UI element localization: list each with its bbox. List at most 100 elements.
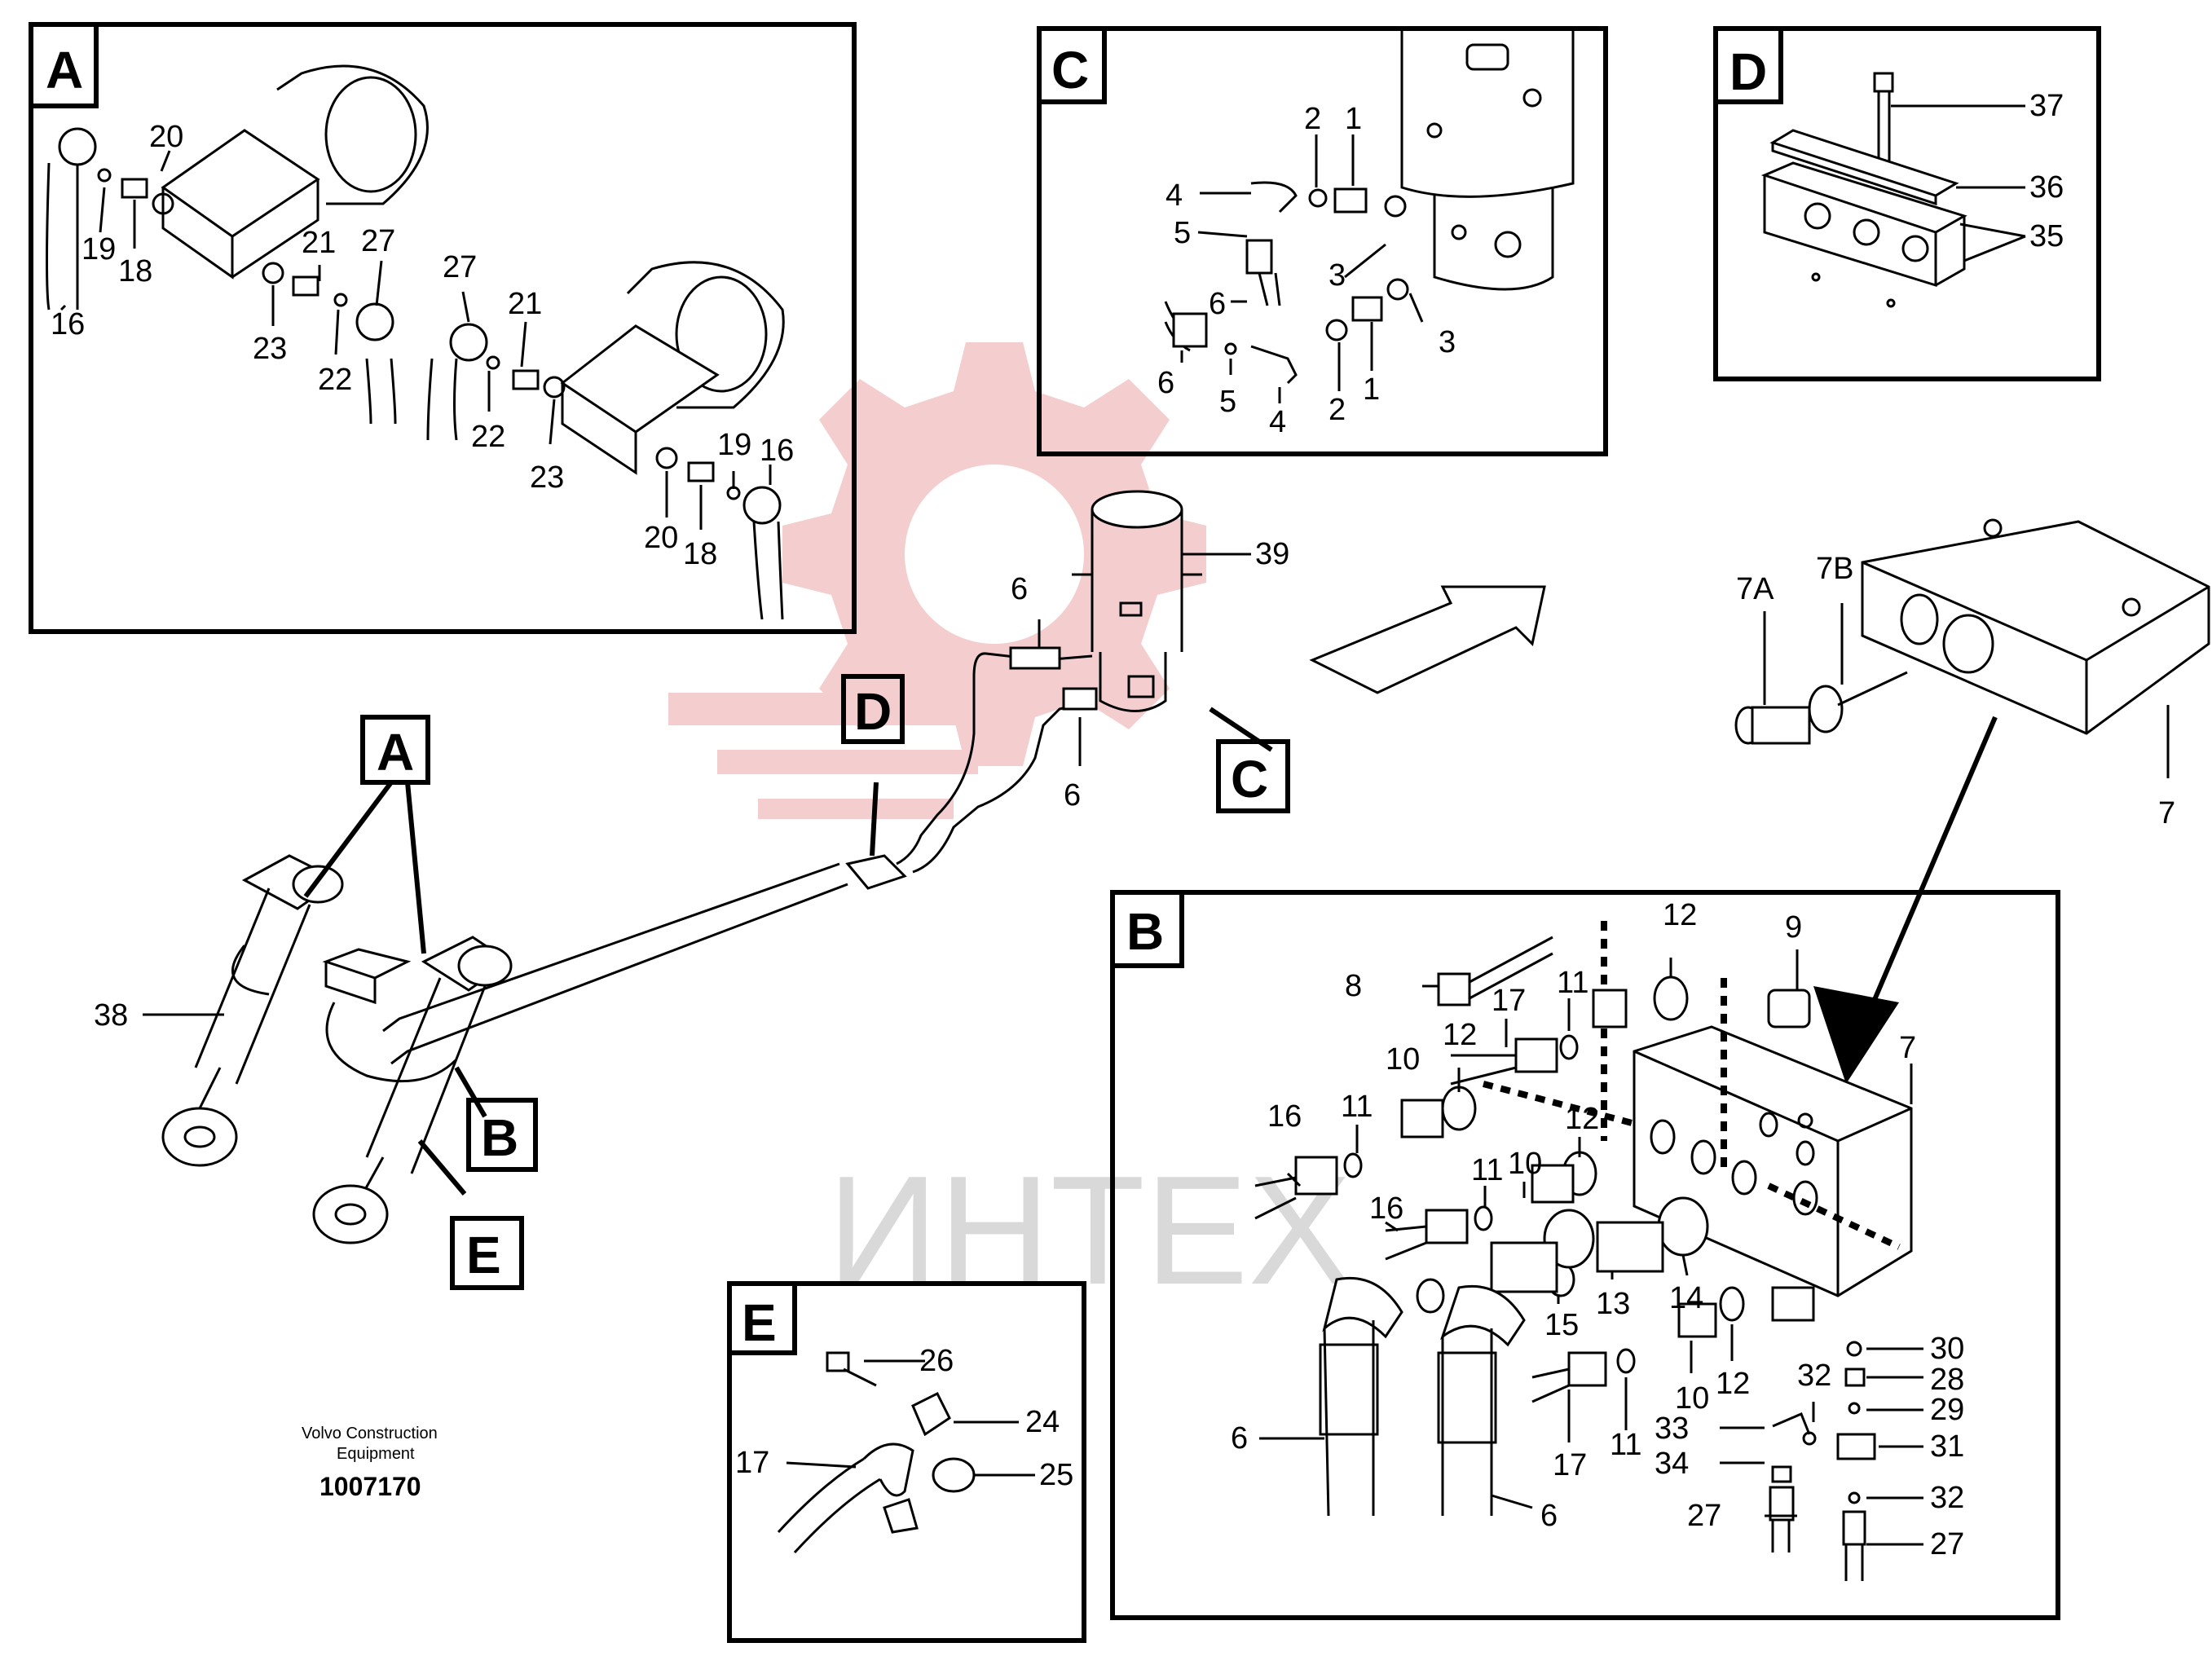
- part-label: 12: [1443, 1018, 1477, 1052]
- part-label: 10: [1508, 1147, 1542, 1181]
- part-label: 19: [82, 232, 116, 266]
- part-label: 27: [1687, 1499, 1721, 1533]
- part-label: 18: [118, 254, 152, 288]
- part-label: 16: [51, 307, 85, 341]
- part-label: 1: [1363, 372, 1380, 407]
- callout-a: A: [360, 715, 430, 785]
- part-label: 15: [1544, 1308, 1579, 1342]
- part-label: 3: [1439, 325, 1456, 359]
- part-label: 6: [1209, 287, 1226, 321]
- part-label: 20: [149, 120, 183, 154]
- part-label: 17: [1553, 1448, 1587, 1482]
- part-label: 27: [361, 224, 395, 258]
- part-label: 12: [1663, 898, 1697, 932]
- panel-b: B: [1110, 890, 2060, 1620]
- panel-b-label: B: [1126, 902, 1164, 961]
- panel-a-label: A: [46, 41, 83, 99]
- part-label: 13: [1596, 1287, 1630, 1321]
- part-label: 16: [1267, 1099, 1302, 1134]
- part-label: 21: [302, 226, 336, 260]
- panel-a: A: [29, 22, 857, 634]
- part-label: 36: [2029, 170, 2064, 205]
- part-label: 34: [1655, 1447, 1689, 1481]
- panel-d-label: D: [1730, 42, 1767, 101]
- company-name-line2: Equipment: [337, 1445, 415, 1463]
- callout-e-label: E: [466, 1226, 501, 1284]
- part-label: 33: [1655, 1412, 1689, 1446]
- part-label: 19: [717, 428, 751, 462]
- part-label: 1: [1345, 102, 1362, 136]
- part-label: 32: [1930, 1481, 1964, 1515]
- part-label: 16: [760, 434, 794, 468]
- part-label: 7: [2158, 796, 2175, 830]
- part-label: 25: [1039, 1458, 1073, 1492]
- callout-c: C: [1216, 739, 1290, 813]
- part-label: 4: [1165, 178, 1183, 213]
- part-label: 27: [443, 250, 477, 284]
- panel-c-label: C: [1051, 41, 1089, 99]
- part-label: 31: [1930, 1429, 1964, 1464]
- part-label: 2: [1329, 393, 1346, 427]
- part-label: 4: [1269, 405, 1286, 439]
- part-label: 26: [919, 1344, 954, 1378]
- part-label: 22: [471, 420, 505, 454]
- part-label: 10: [1675, 1381, 1709, 1416]
- callout-c-label: C: [1231, 750, 1268, 808]
- watermark-gear-logo: [668, 342, 1206, 819]
- part-label: 6: [1064, 778, 1081, 813]
- part-label: 23: [253, 332, 287, 366]
- callout-a-label: A: [377, 723, 414, 782]
- panel-d: D 37 36 35: [1713, 26, 2101, 381]
- part-label: 9: [1785, 910, 1802, 945]
- part-label: 6: [1540, 1499, 1558, 1533]
- part-label: 30: [1930, 1332, 1964, 1366]
- part-label: 10: [1386, 1042, 1420, 1077]
- part-label: 18: [683, 537, 717, 571]
- part-label: 24: [1025, 1405, 1060, 1439]
- part-label: 16: [1369, 1191, 1403, 1226]
- part-label: 17: [1492, 984, 1526, 1018]
- callout-e: E: [450, 1216, 524, 1290]
- company-name-line1: Volvo Construction: [302, 1425, 438, 1442]
- part-label: 7: [1899, 1031, 1916, 1065]
- part-label: 6: [1011, 572, 1028, 606]
- part-label: 11: [1341, 1090, 1373, 1124]
- part-label: 28: [1930, 1363, 1964, 1397]
- part-label: 38: [94, 998, 128, 1033]
- callout-d: D: [841, 674, 905, 744]
- part-label: 11: [1610, 1428, 1641, 1462]
- part-label: 35: [2029, 219, 2064, 253]
- part-label: 5: [1219, 385, 1236, 419]
- part-label: 14: [1669, 1281, 1703, 1315]
- callout-b: B: [466, 1098, 538, 1172]
- panel-c: C 2 1 4 5: [1037, 26, 1608, 456]
- part-label: 22: [318, 363, 352, 397]
- part-label: 12: [1565, 1102, 1599, 1136]
- part-label: 37: [2029, 89, 2064, 123]
- part-label: 6: [1231, 1421, 1248, 1456]
- part-label: 2: [1304, 102, 1321, 136]
- part-label: 7B: [1816, 552, 1853, 586]
- part-label: 39: [1255, 537, 1289, 571]
- part-label: 3: [1329, 258, 1346, 293]
- part-label: 8: [1345, 969, 1362, 1003]
- part-label: 32: [1797, 1359, 1831, 1393]
- part-label: 20: [644, 521, 678, 555]
- part-label: 23: [530, 460, 564, 495]
- main-assembly: 39 6 6 38: [94, 490, 2210, 1244]
- part-label: 29: [1930, 1393, 1964, 1427]
- part-label: 6: [1157, 366, 1174, 400]
- part-label: 11: [1471, 1153, 1503, 1187]
- part-label: 27: [1930, 1527, 1964, 1561]
- panel-e-label: E: [742, 1293, 777, 1352]
- drawing-number: 1007170: [319, 1472, 421, 1501]
- part-label: 12: [1716, 1367, 1750, 1401]
- callout-d-label: D: [854, 682, 892, 741]
- part-label: 5: [1174, 216, 1191, 250]
- part-label: 7A: [1736, 572, 1774, 606]
- part-label: 17: [735, 1446, 769, 1480]
- watermark-text: ИНТЕХ: [827, 1144, 1351, 1317]
- footer: Volvo Construction Equipment 1007170: [302, 1425, 438, 1501]
- callout-b-label: B: [481, 1108, 518, 1167]
